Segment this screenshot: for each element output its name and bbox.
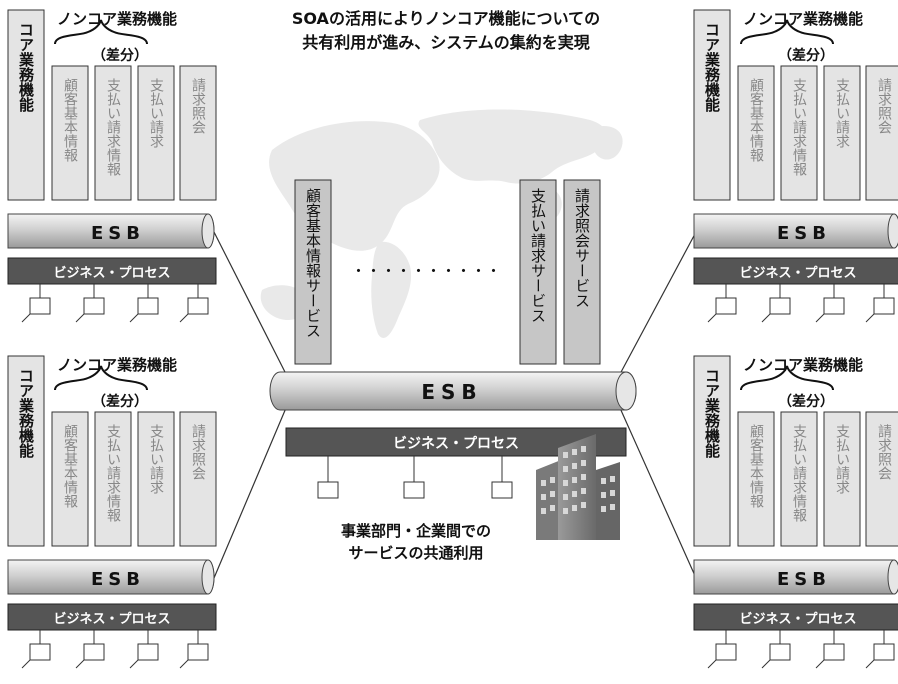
service-panel-customer-info[interactable]: 顧客基本情報サービス (294, 179, 332, 365)
service-label-customer-info: 顧客基本情報サービス (304, 188, 322, 338)
module-label-payment-billing: 支払い請求 (148, 78, 164, 148)
service-label-payment-billing: 支払い請求サービス (529, 188, 547, 323)
diff-label: （差分） (92, 47, 148, 64)
headline-line1: SOAの活用によりノンコア機能についての (292, 9, 600, 28)
service-panel-payment-billing[interactable]: 支払い請求サービス (519, 179, 557, 365)
central-business-process: ビジネス・プロセス (285, 427, 627, 499)
module-panel-payment-billing-info[interactable]: 支払い請求情報 (94, 65, 132, 201)
unit-esb: ESB (7, 213, 215, 249)
building-icon (536, 434, 620, 540)
unit-top-right (693, 9, 898, 323)
module-label-customer-info: 顧客基本情報 (62, 78, 78, 162)
noncore-title: ノンコア業務機能 (57, 10, 177, 28)
unit-business-process: ビジネス・プロセス (7, 257, 217, 285)
center-caption-line1: 事業部門・企業間での (341, 522, 491, 540)
center-caption-line2: サービスの共通利用 (348, 544, 483, 562)
core-label: コア業務機能 (17, 22, 35, 113)
module-panel-payment-billing[interactable]: 支払い請求 (137, 65, 175, 201)
central-esb: ESB (269, 371, 637, 411)
connector-lines (213, 231, 697, 579)
center-services: 顧客基本情報サービス 支払い請求サービス 請求照会サービス ・・・・・・・・・・ (294, 179, 601, 365)
module-label-payment-billing-info: 支払い請求情報 (105, 78, 121, 176)
core-panel[interactable]: コア業務機能 (7, 9, 45, 201)
unit-process-label: ビジネス・プロセス (53, 265, 170, 281)
unit-bottom-left (7, 355, 217, 669)
unit-process-nodes (21, 284, 209, 323)
central-process-label: ビジネス・プロセス (393, 436, 519, 452)
service-panel-billing-inquiry[interactable]: 請求照会サービス (563, 179, 601, 365)
central-esb-label: ESB (421, 380, 482, 404)
unit-esb-label: ESB (91, 223, 145, 244)
service-label-billing-inquiry: 請求照会サービス (573, 188, 591, 308)
headline-line2: 共有利用が進み、システムの集約を実現 (302, 33, 590, 52)
module-label-billing-inquiry: 請求照会 (190, 78, 206, 134)
ellipsis: ・・・・・・・・・・ (351, 262, 501, 280)
unit-template: ノンコア業務機能 （差分） コア業務機能 顧客基本情報 支払い請求情報 支払い請… (7, 9, 217, 323)
module-panel-customer-info[interactable]: 顧客基本情報 (51, 65, 89, 201)
unit-bottom-right (693, 355, 898, 669)
central-process-nodes (317, 456, 513, 499)
module-panel-billing-inquiry[interactable]: 請求照会 (179, 65, 217, 201)
